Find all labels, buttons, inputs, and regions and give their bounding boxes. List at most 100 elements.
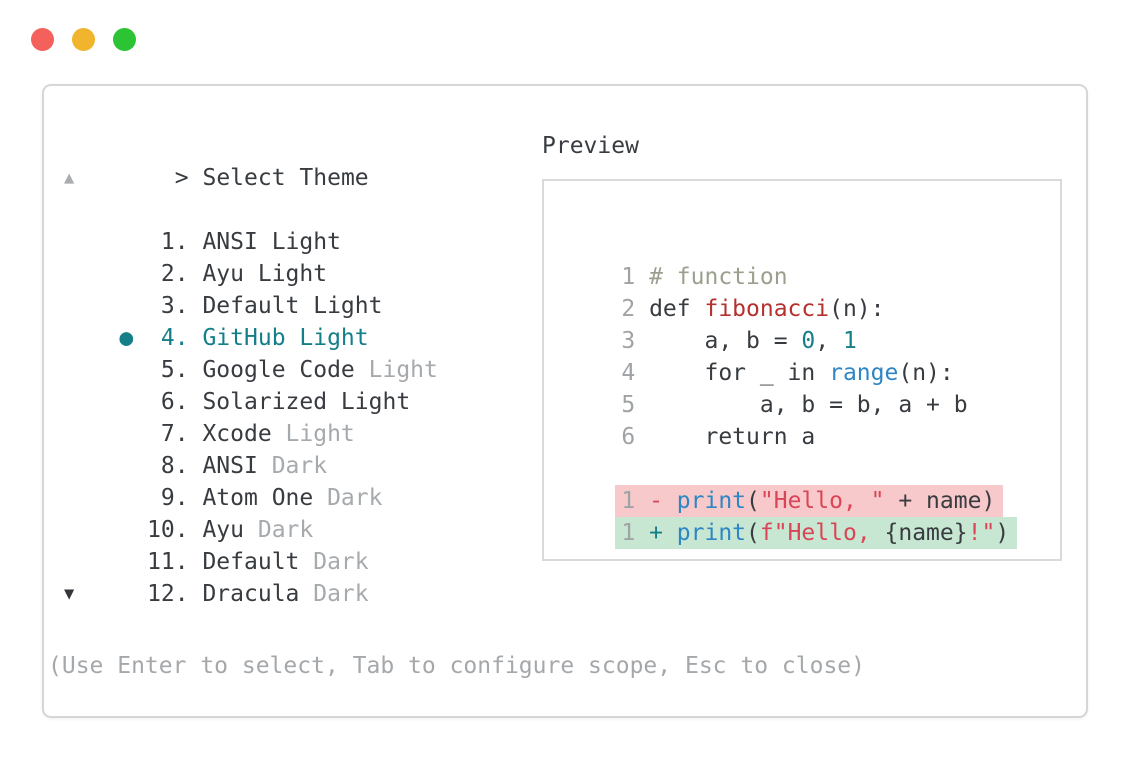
theme-list-item[interactable]: 2.Ayu Light <box>64 226 542 287</box>
code-token: (n): <box>829 296 885 322</box>
code-segments: a, b = b, a + b <box>649 392 968 418</box>
line-number: 6 <box>621 424 636 450</box>
code-token: fibonacci <box>704 296 830 322</box>
theme-list-item[interactable]: 10. Ayu Dark <box>64 482 542 543</box>
code-token: ( <box>746 520 760 546</box>
theme-name: Dracula <box>202 581 300 607</box>
code-token: print <box>676 488 747 514</box>
code-token: (n): <box>898 360 954 386</box>
theme-list-item[interactable]: 7. Xcode Light <box>64 386 542 447</box>
theme-variant: Dark <box>313 549 369 575</box>
code-line: 1 + print(f"Hello, {name}!") <box>566 485 1038 549</box>
minimize-window-icon[interactable] <box>72 28 95 51</box>
theme-list-item[interactable]: 5. Google Code Light <box>64 322 542 383</box>
line-number: 4 <box>621 360 636 386</box>
code-token: "Hello, " <box>759 488 885 514</box>
zoom-window-icon[interactable] <box>113 28 136 51</box>
code-line-content: 2 def fibonacci(n): <box>621 293 884 325</box>
theme-number: 11. <box>147 549 189 575</box>
code-token: a, b = <box>649 328 802 354</box>
code-segments: a, b = 0, 1 <box>649 328 857 354</box>
code-token: a, b = b, a + b <box>649 392 968 418</box>
theme-name: Atom One <box>202 485 314 511</box>
keyboard-hint: (Use Enter to select, Tab to configure s… <box>48 653 865 679</box>
theme-list-item[interactable]: 11. Default Dark <box>64 514 542 575</box>
theme-list-item[interactable]: 1. ANSI Light <box>64 194 542 255</box>
code-line-content: 5 a, b = b, a + b <box>621 389 967 421</box>
window-controls <box>31 28 136 51</box>
preview-title: Preview <box>542 133 639 159</box>
code-line-content: 1- print("Hello, " + name) <box>615 485 1004 517</box>
code-token: def <box>649 296 705 322</box>
theme-name: ANSI Light <box>202 229 341 255</box>
theme-selector-panel: > Select Theme ▲ 1. ANSI Light 2.Ayu Light… <box>42 84 1088 718</box>
code-token: - <box>649 488 677 514</box>
theme-variant: Dark <box>313 581 369 607</box>
code-line-content: 1 # function <box>621 261 787 293</box>
theme-name: Ayu <box>202 517 244 543</box>
code-line: 4 for _ in range(n): <box>566 325 1038 386</box>
line-number: 1 <box>621 264 636 290</box>
line-number: 2 <box>621 296 636 322</box>
code-token: ) <box>995 520 1010 546</box>
theme-number: 7. <box>160 421 189 447</box>
theme-number: 3. <box>160 293 189 319</box>
theme-name: Ayu Light <box>202 261 328 287</box>
line-number: 1 <box>621 488 636 514</box>
theme-number: 5. <box>160 357 189 383</box>
theme-name: Google Code <box>202 357 355 383</box>
code-line: 2 def fibonacci(n): <box>566 261 1038 322</box>
code-line: 1 # function <box>566 229 1038 290</box>
page-title: Select Theme <box>202 165 369 191</box>
theme-variant: Light <box>368 357 438 383</box>
code-segments: # function <box>649 264 787 290</box>
theme-list-item[interactable]: 3. Default Light <box>64 258 542 319</box>
code-token: !" <box>967 520 996 546</box>
code-token: return a <box>649 424 816 450</box>
theme-number: 8. <box>160 453 189 479</box>
code-line-content: 4 for _ in range(n): <box>621 357 953 389</box>
theme-number: 9. <box>160 485 189 511</box>
code-token: + <box>649 520 677 546</box>
code-line-content: 6 return a <box>621 421 815 453</box>
theme-number: 10. <box>147 517 189 543</box>
theme-number: 1. <box>160 229 189 255</box>
scroll-down-icon[interactable]: ▼ <box>64 584 75 604</box>
code-token: f"Hello, <box>759 520 885 546</box>
theme-list-item[interactable]: 9. Atom One Dark <box>64 450 542 511</box>
selected-bullet-icon: ● <box>119 325 134 351</box>
theme-variant: Dark <box>257 517 314 543</box>
theme-variant: Dark <box>327 485 383 511</box>
code-line: 6 return a <box>566 389 1038 450</box>
code-segments: return a <box>649 424 815 450</box>
code-token: + name) <box>884 488 996 514</box>
theme-name: Default <box>202 549 300 575</box>
code-line-content: 1 + print(f"Hello, {name}!") <box>615 517 1018 549</box>
code-token: 1 <box>842 328 857 354</box>
code-segments: - print("Hello, " + name) <box>649 488 995 514</box>
code-line-content: 3 a, b = 0, 1 <box>621 325 856 357</box>
theme-name: Default Light <box>202 293 383 319</box>
theme-list-item[interactable]: ●4.GitHub Light <box>64 290 542 351</box>
code-line: 5 a, b = b, a + b <box>566 357 1038 418</box>
theme-name: Xcode <box>202 421 272 447</box>
theme-list-item[interactable]: 6.Solarized Light <box>64 354 542 415</box>
line-number: 5 <box>621 392 636 418</box>
code-segments: for _ in range(n): <box>649 360 954 386</box>
close-window-icon[interactable] <box>31 28 54 51</box>
theme-name: GitHub Light <box>202 325 369 351</box>
code-segments: + print(f"Hello, {name}!") <box>649 520 1009 546</box>
theme-name: Solarized Light <box>202 389 411 415</box>
prompt-chevron-icon: > <box>174 165 189 191</box>
code-segments: def fibonacci(n): <box>649 296 884 322</box>
theme-variant: Dark <box>271 453 328 479</box>
scroll-up-icon[interactable]: ▲ <box>64 168 75 188</box>
theme-variant: Light <box>285 421 355 447</box>
line-number: 1 <box>621 520 636 546</box>
code-token: ( <box>746 488 760 514</box>
code-token: range <box>829 360 899 386</box>
